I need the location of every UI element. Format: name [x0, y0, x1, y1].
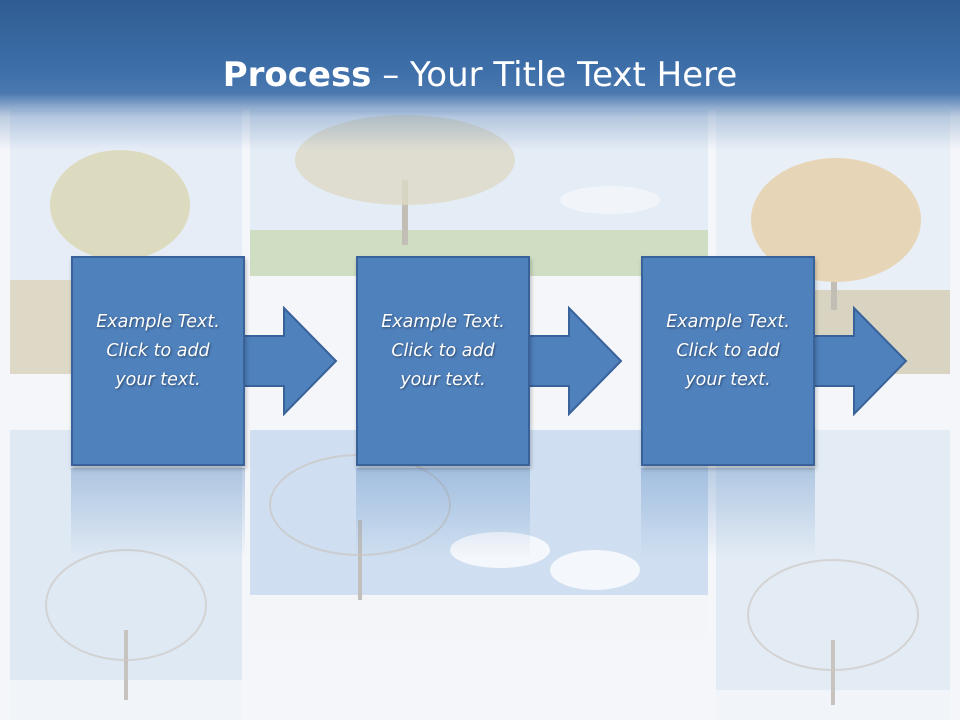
- title-bar: [0, 0, 960, 150]
- step-reflection: [356, 468, 530, 558]
- process-step-3[interactable]: Example Text. Click to add your text.: [641, 256, 815, 466]
- background-photo-winter-tree-right: [716, 430, 950, 720]
- title-rest-text: – Your Title Text Here: [371, 55, 738, 95]
- step-2-text[interactable]: Example Text. Click to add your text.: [381, 312, 505, 390]
- step-reflection: [641, 468, 815, 558]
- process-arrow-icon: [240, 306, 338, 416]
- process-step-2[interactable]: Example Text. Click to add your text.: [356, 256, 530, 466]
- process-step-1[interactable]: Example Text. Click to add your text.: [71, 256, 245, 466]
- title-bold-text: Process: [222, 55, 372, 95]
- slide-title[interactable]: Process – Your Title Text Here: [0, 52, 960, 98]
- step-3-text[interactable]: Example Text. Click to add your text.: [666, 312, 790, 390]
- process-arrow-icon: [525, 306, 623, 416]
- step-reflection: [71, 468, 245, 558]
- process-arrow-icon: [810, 306, 908, 416]
- background-photo-winter-tree-left: [10, 430, 242, 720]
- step-1-text[interactable]: Example Text. Click to add your text.: [96, 312, 220, 390]
